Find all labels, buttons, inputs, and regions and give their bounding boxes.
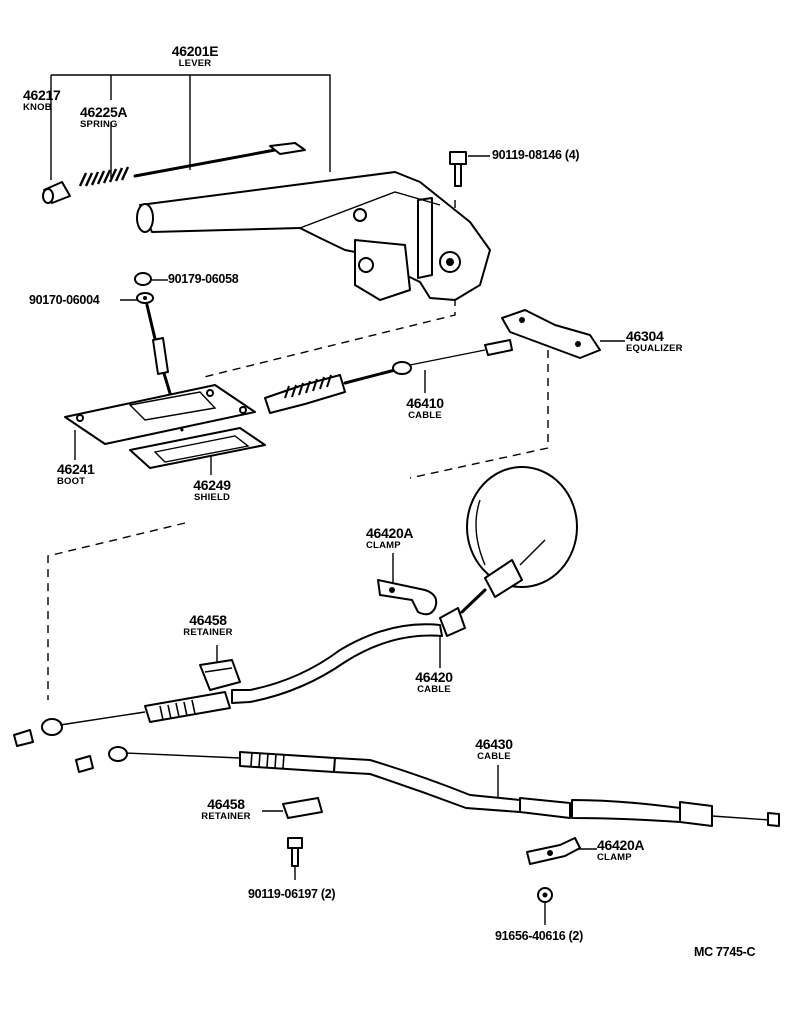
label-retainer-lower: 46458 RETAINER xyxy=(192,797,260,822)
part-name: CABLE xyxy=(417,684,451,695)
part-name: KNOB xyxy=(23,102,52,113)
label-shield: 46249 SHIELD xyxy=(182,478,242,503)
label-cable-rh: 46420 CABLE xyxy=(402,670,466,695)
bolt-top-drawing xyxy=(449,151,467,187)
part-number: 46225A xyxy=(80,104,128,120)
part-name: BOOT xyxy=(57,476,86,487)
part-number: 46458 xyxy=(207,796,245,812)
nut-washer-top-drawing xyxy=(134,272,154,304)
part-name: RETAINER xyxy=(183,627,233,638)
part-name: CABLE xyxy=(477,751,511,762)
part-name: CLAMP xyxy=(366,540,401,551)
knob-drawing xyxy=(42,181,71,204)
label-lever: 46201E LEVER xyxy=(158,44,232,69)
label-knob: 46217 KNOB xyxy=(23,87,61,113)
part-number: 46420A xyxy=(597,837,645,853)
part-number: 46201E xyxy=(171,43,219,59)
nut-lower-drawing xyxy=(537,887,553,903)
label-cable-front: 46410 CABLE xyxy=(395,396,455,421)
part-number: 46420 xyxy=(415,669,453,685)
part-name: CLAMP xyxy=(597,852,632,863)
clamp-lower-drawing xyxy=(526,837,581,865)
label-bolt-top: 90119-08146 (4) xyxy=(492,148,580,162)
part-number: 46249 xyxy=(193,477,231,493)
part-number: 46217 xyxy=(23,87,61,103)
spring-drawing xyxy=(78,142,306,187)
label-bolt-lower: 90119-06197 (2) xyxy=(248,887,336,901)
part-name: LEVER xyxy=(178,58,212,69)
boot-drawing xyxy=(64,384,256,445)
part-name: CABLE xyxy=(408,410,442,421)
label-washer-top: 90170-06004 xyxy=(29,293,100,307)
part-number: 46420A xyxy=(366,525,414,541)
part-number: 46458 xyxy=(189,612,227,628)
shield-drawing xyxy=(129,427,266,469)
part-number: 46410 xyxy=(406,395,444,411)
label-cable-lh: 46430 CABLE xyxy=(464,737,524,762)
part-name: EQUALIZER xyxy=(626,343,683,354)
brake-drum-drawing xyxy=(466,466,578,588)
retainer-lower-drawing xyxy=(282,797,323,819)
part-number: 46241 xyxy=(57,461,95,477)
part-number: 90119-08146 (4) xyxy=(492,148,580,162)
equalizer-drawing xyxy=(501,309,601,359)
part-name: RETAINER xyxy=(201,811,251,822)
part-number: 90170-06004 xyxy=(29,293,100,307)
cable-rh-drawing xyxy=(13,539,546,747)
front-cable-drawing xyxy=(264,339,513,414)
part-number: 90179-06058 xyxy=(168,272,239,286)
dashed-connectors xyxy=(47,200,549,700)
label-boot: 46241 BOOT xyxy=(57,461,95,487)
bolt-lower-drawing xyxy=(287,837,303,867)
retainer-upper-drawing xyxy=(199,659,241,691)
lever-drawing xyxy=(136,171,491,301)
part-number: 90119-06197 (2) xyxy=(248,887,336,901)
clamp-upper-drawing xyxy=(377,579,438,616)
label-equalizer: 46304 EQUALIZER xyxy=(626,329,683,354)
label-retainer-upper: 46458 RETAINER xyxy=(174,613,242,638)
label-spring: 46225A SPRING xyxy=(80,104,128,130)
figure-code: MC 7745-C xyxy=(694,945,756,959)
part-number: 46304 xyxy=(626,328,664,344)
label-nut-lower: 91656-40616 (2) xyxy=(495,930,583,943)
part-number: 91656-40616 (2) xyxy=(495,929,583,943)
label-clamp-upper: 46420A CLAMP xyxy=(366,525,414,551)
label-clamp-lower: 46420A CLAMP xyxy=(597,837,645,863)
part-number: 46430 xyxy=(475,736,513,752)
label-nut-top: 90179-06058 xyxy=(168,272,239,286)
cable-lh-drawing xyxy=(75,746,780,827)
part-name: SPRING xyxy=(80,119,118,130)
part-name: SHIELD xyxy=(193,492,231,503)
